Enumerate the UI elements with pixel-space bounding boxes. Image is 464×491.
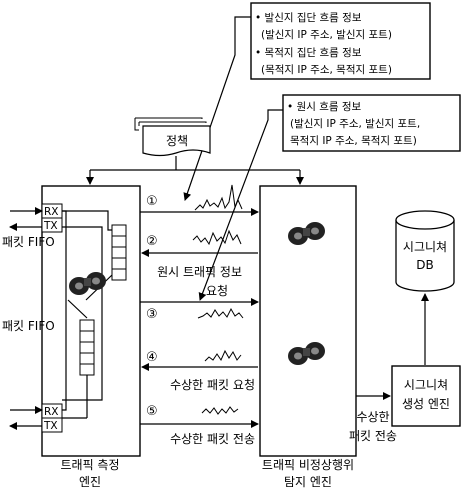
channel-3: ③ bbox=[140, 302, 258, 322]
channel-1: ① bbox=[140, 185, 258, 212]
traffic-waveform bbox=[205, 351, 241, 361]
port-top: RX TX bbox=[10, 204, 62, 232]
signature-db-label-1: 시그니쳐 bbox=[403, 240, 447, 254]
left-engine-label-1: 트래픽 측정 bbox=[60, 458, 119, 472]
left-engine-label-2: 엔진 bbox=[79, 475, 101, 489]
channel-number-1: ① bbox=[146, 194, 158, 209]
signature-engine-label-2: 생성 엔진 bbox=[402, 397, 450, 411]
callout-top-line-4: (목적지 IP 주소, 목적지 포트) bbox=[261, 64, 392, 76]
signature-db: 시그니쳐 DB bbox=[396, 211, 454, 291]
callout-mid: • 원시 흐름 정보 (발신지 IP 주소, 발신지 포트, 목적지 IP 주소… bbox=[283, 95, 460, 151]
channel-2: ② 원시 트래픽 정보 요청 bbox=[142, 231, 258, 298]
channel-5: ⑤ 수상한 패킷 전송 bbox=[140, 404, 258, 446]
callout-top-line-3: • 목적지 집단 흐름 정보 bbox=[255, 47, 362, 59]
traffic-waveform bbox=[198, 309, 243, 318]
channel-2-text-2: 요청 bbox=[206, 284, 228, 298]
port-bottom-tx: TX bbox=[43, 420, 58, 432]
callout-mid-line-2: (발신지 IP 주소, 발신지 포트, bbox=[290, 118, 420, 130]
callout-top: • 발신지 집단 흐름 정보 (발신지 IP 주소, 발신지 포트) • 목적지… bbox=[251, 3, 430, 79]
fifo-queue-right bbox=[112, 225, 126, 280]
signature-generation-engine: 시그니쳐 생성 엔진 bbox=[392, 366, 460, 426]
callout-mid-line-1: • 원시 흐름 정보 bbox=[287, 101, 362, 113]
callout-top-pointer bbox=[185, 17, 251, 200]
callout-top-line-2: (발신지 IP 주소, 발신지 포트) bbox=[261, 29, 392, 41]
policy-connectors bbox=[90, 156, 300, 184]
callout-top-line-1: • 발신지 집단 흐름 정보 bbox=[255, 12, 362, 24]
fifo-queue-left bbox=[80, 320, 94, 375]
channel-number-3: ③ bbox=[146, 307, 158, 322]
port-bottom: RX TX bbox=[10, 404, 62, 432]
traffic-waveform bbox=[202, 407, 238, 414]
traffic-waveform bbox=[193, 231, 241, 244]
port-top-tx: TX bbox=[43, 220, 58, 232]
signature-engine-label-1: 시그니쳐 bbox=[404, 378, 448, 392]
channel-4: ④ 수상한 패킷 요청 bbox=[142, 350, 258, 392]
transfer-label-2: 패킷 전송 bbox=[349, 429, 397, 443]
signature-db-label-2: DB bbox=[416, 258, 433, 272]
channel-number-2: ② bbox=[146, 234, 158, 249]
channel-5-text: 수상한 패킷 전송 bbox=[170, 432, 255, 446]
channel-number-5: ⑤ bbox=[146, 404, 158, 419]
transfer-label-1: 수상한 bbox=[356, 410, 389, 424]
policy-label: 정책 bbox=[166, 133, 188, 148]
channel-number-4: ④ bbox=[146, 350, 158, 365]
channel-2-text-1: 원시 트래픽 정보 bbox=[157, 265, 242, 279]
port-bottom-rx: RX bbox=[44, 406, 59, 418]
callout-mid-line-3: 목적지 IP 주소, 목적지 포트) bbox=[290, 135, 417, 147]
center-engine-label-1: 트래픽 비정상행위 bbox=[262, 457, 354, 472]
channel-4-text: 수상한 패킷 요청 bbox=[170, 378, 255, 392]
traffic-waveform bbox=[195, 185, 242, 210]
center-engine-label-2: 탐지 엔진 bbox=[284, 475, 332, 489]
port-top-rx: RX bbox=[44, 206, 59, 218]
policy-document-icon: 정책 bbox=[135, 118, 210, 156]
packet-fifo-label-2: 패킷 FIFO bbox=[2, 319, 55, 333]
packet-fifo-label-1: 패킷 FIFO bbox=[2, 235, 55, 249]
